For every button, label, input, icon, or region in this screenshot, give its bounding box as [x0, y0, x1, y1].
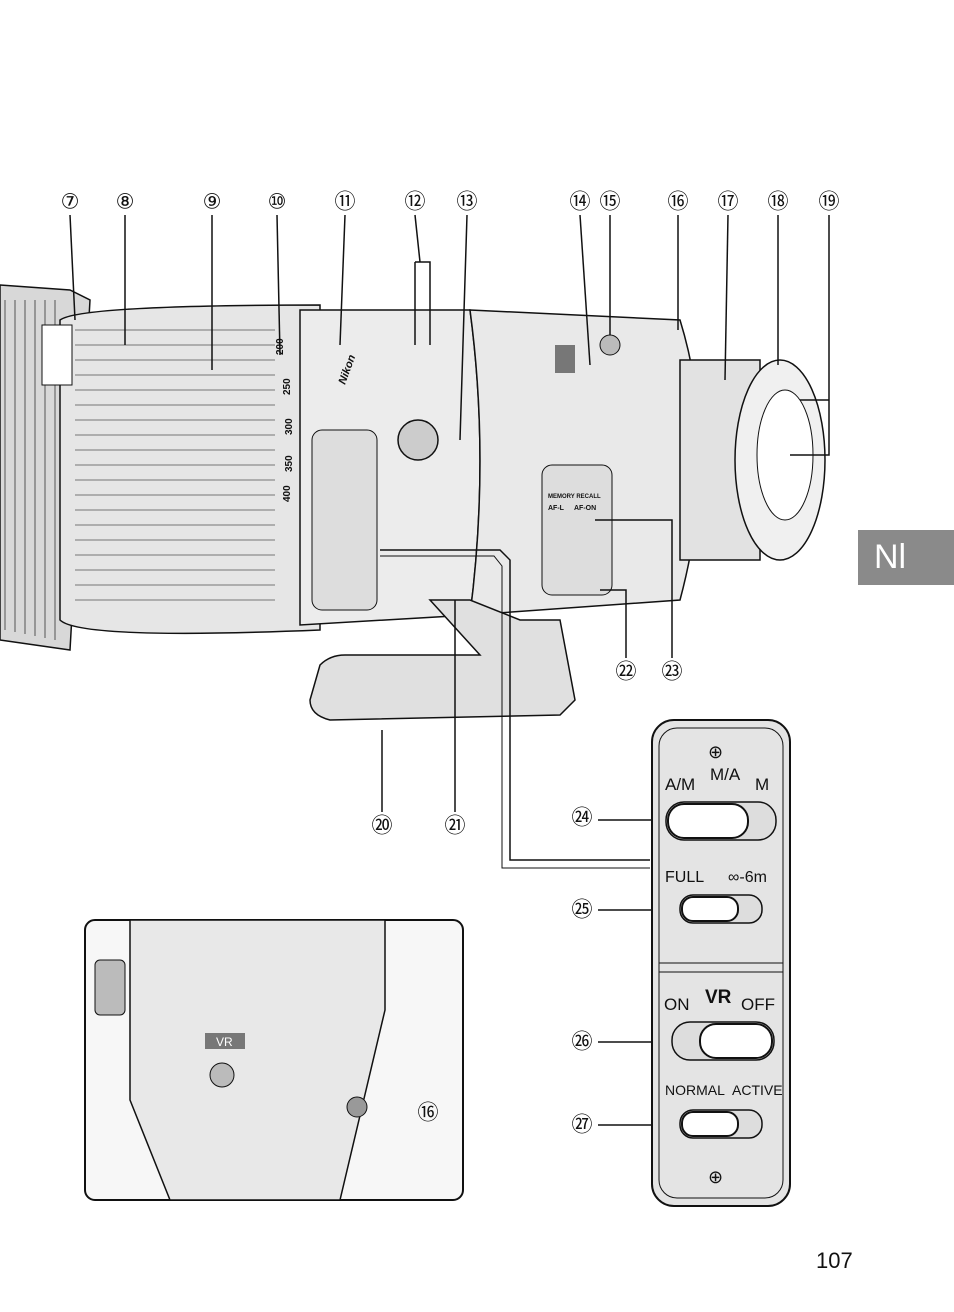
tripod-collar-foot [309, 599, 576, 721]
callout-17: ⑰ [717, 189, 739, 214]
af-l-label: AF-L [548, 505, 565, 512]
callout-16-inset: ⑯ [417, 1100, 439, 1125]
callout-16: ⑯ [667, 189, 689, 214]
callout-24: ㉔ [571, 805, 593, 830]
callout-22: ㉒ [615, 659, 637, 684]
callout-20: ⑳ [371, 813, 393, 838]
callout-13: ⑬ [456, 189, 478, 214]
callout-19: ⑲ [818, 189, 840, 214]
lens-mount-tube [679, 359, 761, 561]
inset-vr-text: VR [216, 1035, 233, 1049]
callout-7: ⑦ [60, 189, 80, 214]
language-tab: Nl [858, 530, 954, 585]
callout-10: ⑩ [267, 189, 287, 214]
page-number: 107 [816, 1248, 853, 1273]
focus-mode-am-label: A/M [665, 775, 695, 794]
focal-length-300: 300 [284, 418, 295, 435]
focus-distance-window [41, 324, 73, 386]
focal-length-350: 350 [284, 455, 295, 472]
focus-limit-full-label: FULL [665, 869, 704, 886]
inset-vr-badge [205, 1033, 245, 1049]
focus-limit-switch-knob[interactable] [681, 896, 739, 922]
lock-screw[interactable] [599, 334, 621, 356]
screw-bottom-icon: ⊕ [708, 1167, 723, 1187]
callout-27: ㉗ [571, 1112, 593, 1137]
callout-23: ㉓ [661, 659, 683, 684]
focal-length-400: 400 [282, 485, 293, 502]
callout-14: ⑭ [569, 189, 591, 214]
af-on-label: AF-ON [574, 505, 596, 512]
screw-top-icon: ⊕ [708, 742, 723, 762]
focal-length-250: 250 [282, 378, 293, 395]
callout-21: ㉑ [444, 813, 466, 838]
focus-limit-range-label: ∞-6m [728, 869, 767, 886]
focus-mode-m-label: M [755, 775, 769, 794]
focus-mode-ma-label: M/A [710, 765, 741, 784]
callout-26: ㉖ [571, 1029, 593, 1054]
vr-badge [555, 345, 575, 373]
callout-11: ⑪ [334, 189, 356, 214]
inset-mounting-index [346, 1096, 368, 1118]
vr-mode-normal-label: NORMAL [665, 1082, 725, 1098]
callout-9: ⑨ [202, 189, 222, 214]
memory-recall-label: MEMORY RECALL [548, 494, 601, 500]
inset-lock-screw [209, 1062, 235, 1088]
tripod-lock-knob[interactable] [397, 419, 439, 461]
vr-mode-active-label: ACTIVE [732, 1082, 783, 1098]
vr-mode-switch-knob[interactable] [681, 1111, 739, 1137]
callout-18: ⑱ [767, 189, 789, 214]
focus-mode-switch-knob[interactable] [667, 803, 749, 839]
callout-25: ㉕ [571, 897, 593, 922]
inset-knob [94, 959, 126, 1016]
callout-12: ⑫ [404, 189, 426, 214]
lens-barrel-front [59, 304, 321, 635]
vr-title-label: VR [705, 987, 732, 1008]
vr-on-label: ON [664, 995, 690, 1014]
af-switch-panel [541, 464, 613, 596]
vr-off-label: OFF [741, 995, 775, 1014]
inset-lens-body [129, 919, 386, 1201]
barrel-switch-panel [311, 429, 378, 611]
callout-8: ⑧ [115, 189, 135, 214]
vr-switch-knob[interactable] [699, 1023, 773, 1059]
leader-lines [69, 214, 830, 1126]
callout-15: ⑮ [599, 189, 621, 214]
zoom-ring-grip [75, 329, 275, 601]
